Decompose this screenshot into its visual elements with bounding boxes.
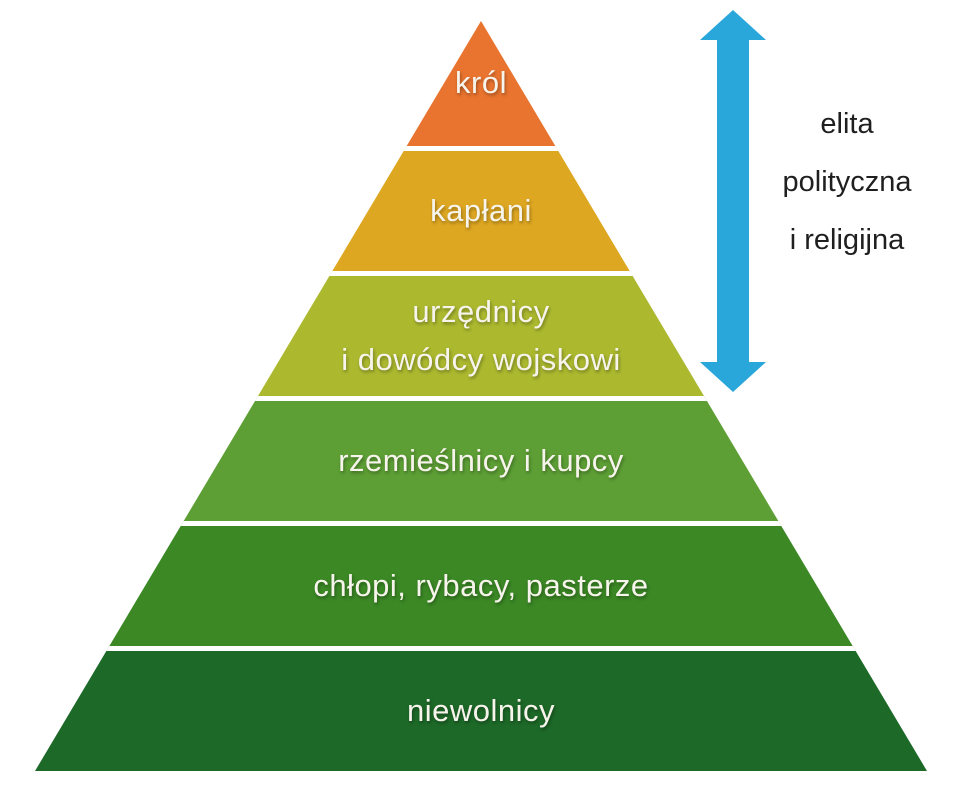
pyramid-level-rzemieslnicy: rzemieślnicy i kupcy — [35, 396, 927, 521]
level-label-chlopi: chłopi, rybacy, pasterze — [313, 567, 649, 603]
level-label-urzednicy-line-2: i dowódcy wojskowi — [341, 342, 621, 377]
elite-annotation-line-2: polityczna — [782, 166, 912, 198]
level-label-urzednicy: urzędnicy i dowódcy wojskowi — [341, 288, 621, 384]
pyramid-level-chlopi: chłopi, rybacy, pasterze — [35, 521, 927, 646]
pyramid-level-urzednicy: urzędnicy i dowódcy wojskowi — [35, 271, 927, 396]
level-label-krol: król — [455, 65, 507, 101]
level-label-kaplani: kapłani — [430, 192, 532, 228]
elite-annotation: elita polityczna i religijna — [757, 108, 937, 282]
double-arrow-icon — [700, 10, 766, 392]
double-arrow-shape — [700, 10, 766, 392]
pyramid-level-niewolnicy: niewolnicy — [35, 646, 927, 771]
elite-annotation-line-3: i religijna — [789, 224, 905, 256]
level-label-urzednicy-line-1: urzędnicy — [412, 294, 550, 329]
elite-annotation-line-1: elita — [820, 108, 874, 140]
level-label-niewolnicy: niewolnicy — [406, 692, 555, 728]
level-label-rzemieslnicy: rzemieślnicy i kupcy — [338, 442, 624, 478]
